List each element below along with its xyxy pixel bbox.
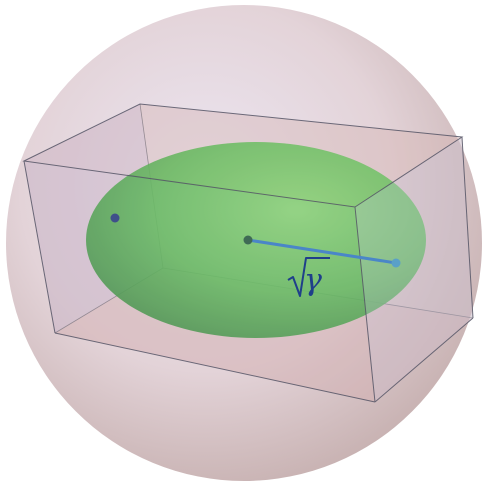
radical-sign	[287, 257, 330, 297]
gamma-text: γ	[304, 263, 322, 298]
box-front-face	[24, 161, 375, 402]
sqrt-gamma-label: γ	[287, 257, 330, 298]
radius-line	[247, 238, 397, 265]
box-front-faces	[24, 104, 473, 402]
end-point	[391, 258, 401, 268]
box-top-face	[24, 104, 462, 207]
center-point	[243, 235, 253, 245]
left-point	[110, 213, 120, 223]
box-right-face	[355, 137, 473, 402]
box-front-edges	[22, 103, 474, 403]
